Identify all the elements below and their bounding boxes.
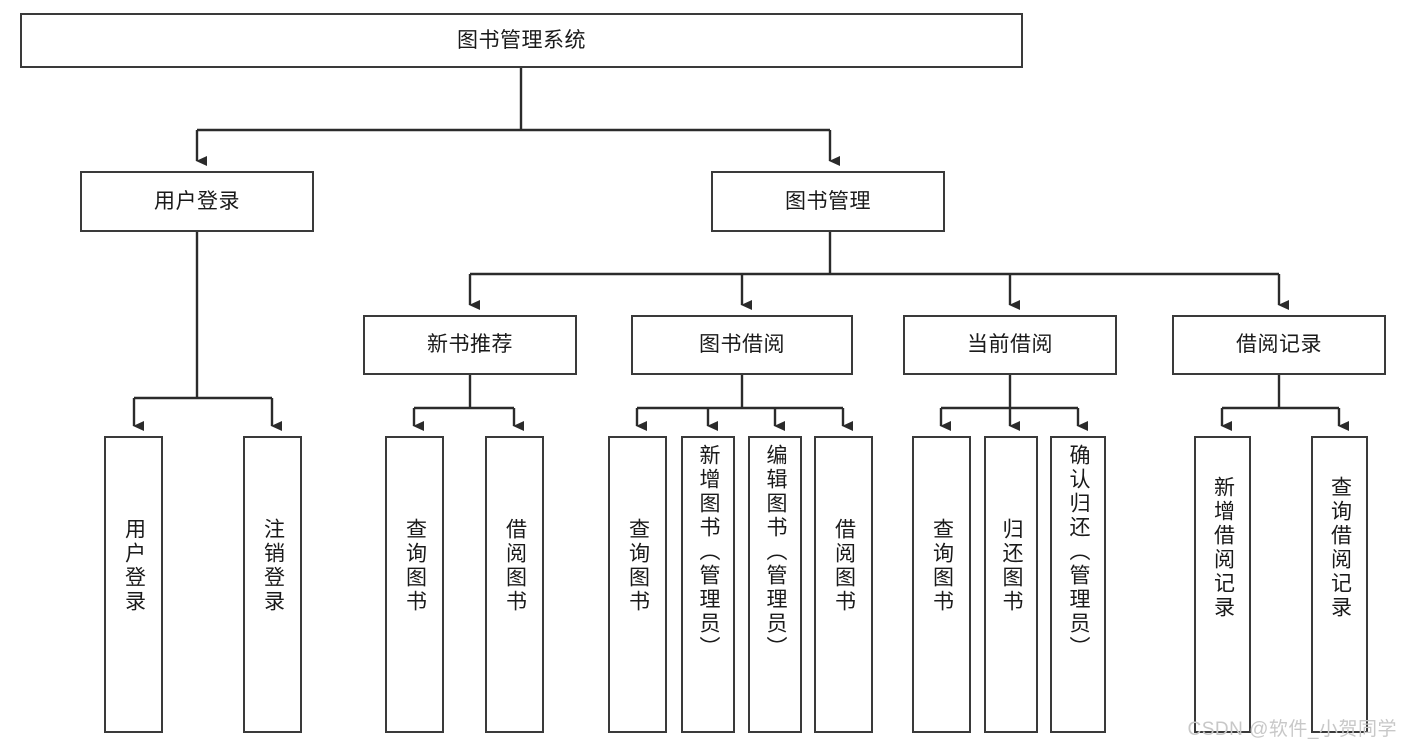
leaf-query-book-2-label: 查询图书 [626, 518, 650, 614]
leaf-logout-login-label: 注销登录 [261, 518, 285, 614]
node-book-borrow-label: 图书借阅 [699, 333, 785, 357]
leaf-query-book-1[interactable]: 查询图书 [385, 436, 444, 733]
leaf-query-book-1-label: 查询图书 [403, 518, 427, 614]
node-root-label: 图书管理系统 [457, 28, 586, 52]
leaf-query-book-2[interactable]: 查询图书 [608, 436, 667, 733]
node-book-management[interactable]: 图书管理 [711, 171, 945, 232]
leaf-user-login-label: 用户登录 [122, 518, 146, 614]
node-borrow-record[interactable]: 借阅记录 [1172, 315, 1386, 375]
leaf-confirm-return[interactable]: 确认归还（管理员） [1050, 436, 1106, 733]
node-new-book-recommend[interactable]: 新书推荐 [363, 315, 577, 375]
leaf-borrow-book-1[interactable]: 借阅图书 [485, 436, 544, 733]
leaf-add-book-label: 新增图书（管理员） [697, 444, 721, 660]
leaf-confirm-return-label: 确认归还（管理员） [1067, 444, 1091, 660]
leaf-query-record[interactable]: 查询借阅记录 [1311, 436, 1368, 733]
leaf-borrow-book-2-label: 借阅图书 [832, 518, 856, 614]
leaf-return-book-label: 归还图书 [1000, 518, 1024, 614]
node-book-borrow[interactable]: 图书借阅 [631, 315, 853, 375]
leaf-edit-book[interactable]: 编辑图书（管理员） [748, 436, 802, 733]
leaf-return-book[interactable]: 归还图书 [984, 436, 1038, 733]
leaf-borrow-book-1-label: 借阅图书 [503, 518, 527, 614]
leaf-add-record-label: 新增借阅记录 [1211, 476, 1235, 620]
leaf-add-record[interactable]: 新增借阅记录 [1194, 436, 1251, 733]
leaf-query-book-3-label: 查询图书 [930, 518, 954, 614]
leaf-edit-book-label: 编辑图书（管理员） [764, 444, 788, 660]
node-user-login[interactable]: 用户登录 [80, 171, 314, 232]
node-book-management-label: 图书管理 [785, 189, 871, 213]
node-root[interactable]: 图书管理系统 [20, 13, 1023, 68]
leaf-query-book-3[interactable]: 查询图书 [912, 436, 971, 733]
leaf-user-login[interactable]: 用户登录 [104, 436, 163, 733]
leaf-logout-login[interactable]: 注销登录 [243, 436, 302, 733]
leaf-borrow-book-2[interactable]: 借阅图书 [814, 436, 873, 733]
node-user-login-label: 用户登录 [154, 189, 240, 213]
node-new-book-recommend-label: 新书推荐 [427, 333, 513, 357]
leaf-add-book[interactable]: 新增图书（管理员） [681, 436, 735, 733]
leaf-query-record-label: 查询借阅记录 [1328, 476, 1352, 620]
node-current-borrow-label: 当前借阅 [967, 333, 1053, 357]
node-borrow-record-label: 借阅记录 [1236, 333, 1322, 357]
watermark: CSDN @软件_小贺同学 [1187, 719, 1397, 740]
node-current-borrow[interactable]: 当前借阅 [903, 315, 1117, 375]
